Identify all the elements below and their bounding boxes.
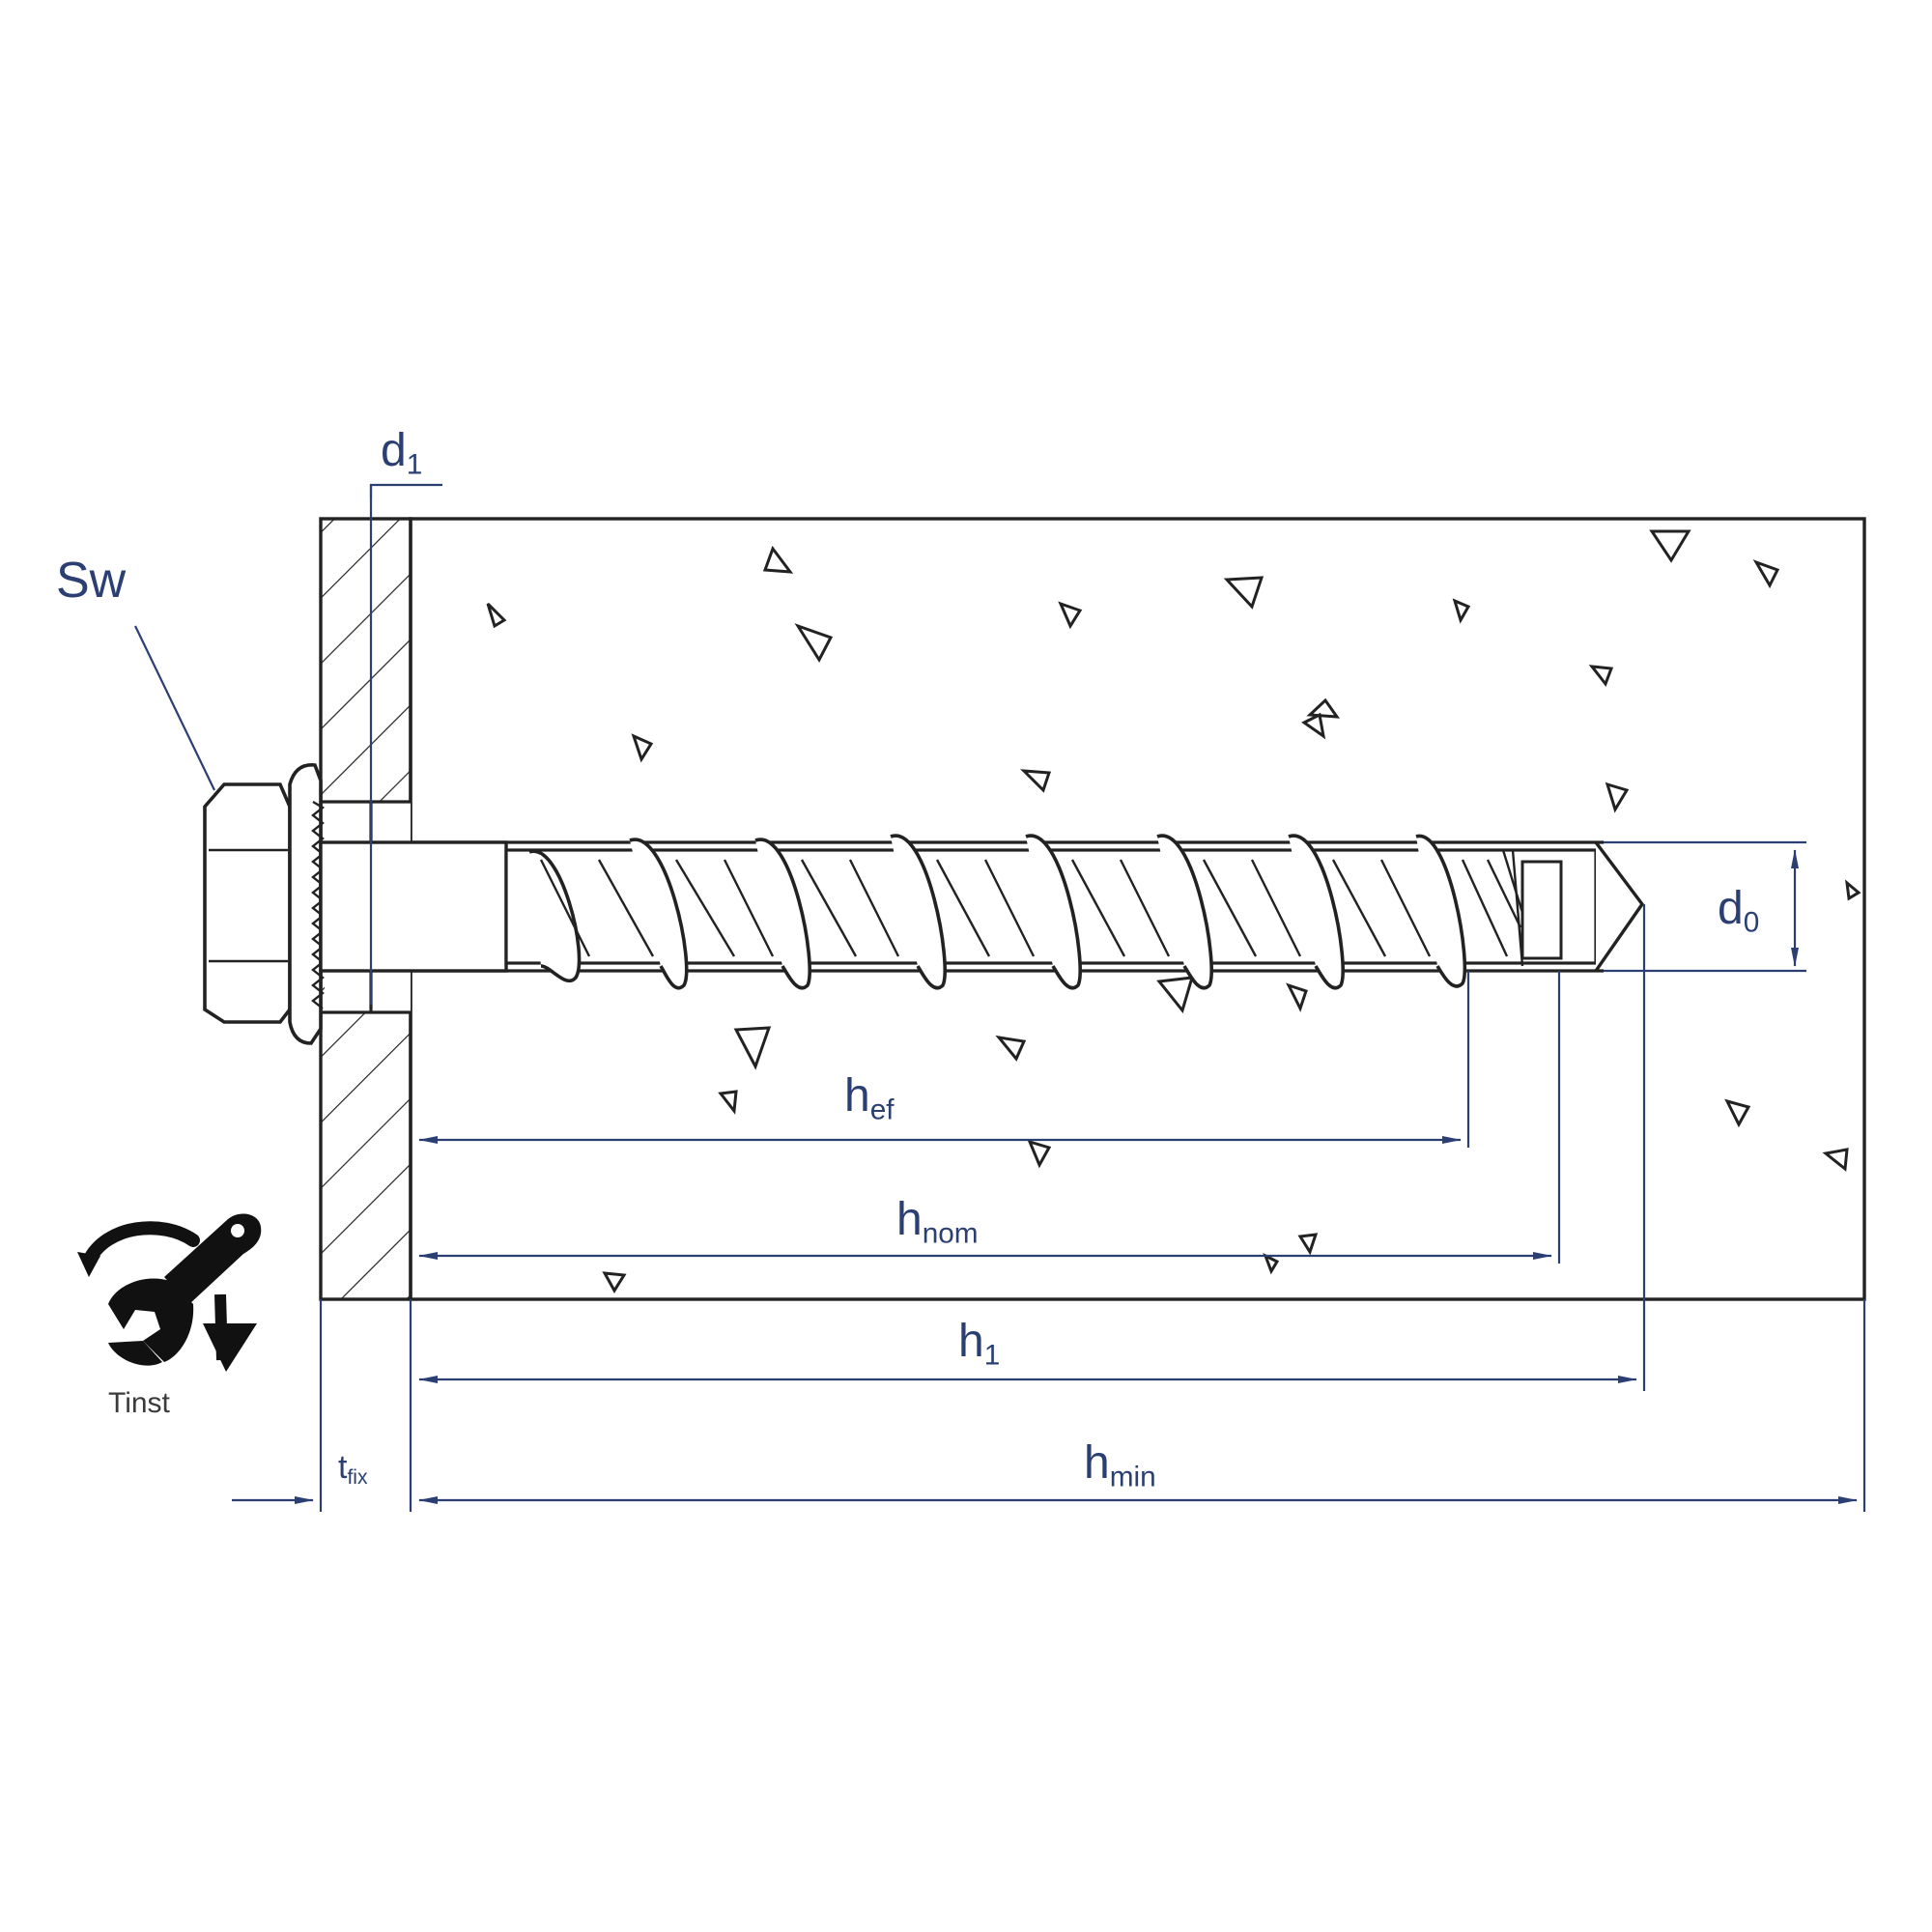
label-hnom: hnom: [896, 1194, 979, 1249]
aggregate-grains: [486, 529, 1861, 1293]
label-tfix: tfix: [338, 1449, 368, 1489]
wrench-torque-icon: [77, 1213, 262, 1372]
label-sw: Sw: [56, 553, 127, 609]
label-h1: h1: [958, 1316, 1000, 1371]
label-d1: d1: [381, 425, 422, 480]
label-d0: d0: [1718, 883, 1759, 938]
hex-head: [203, 782, 292, 1024]
label-hmin: hmin: [1084, 1437, 1156, 1492]
label-tinst: Tinst: [108, 1387, 171, 1419]
screw-anchor: [203, 763, 1645, 1045]
screw-tip: [1594, 840, 1645, 972]
thread-helix: [528, 834, 1538, 990]
flange: [288, 763, 323, 1045]
dimension-lines: [134, 483, 1866, 1512]
label-hef: hef: [844, 1070, 895, 1125]
